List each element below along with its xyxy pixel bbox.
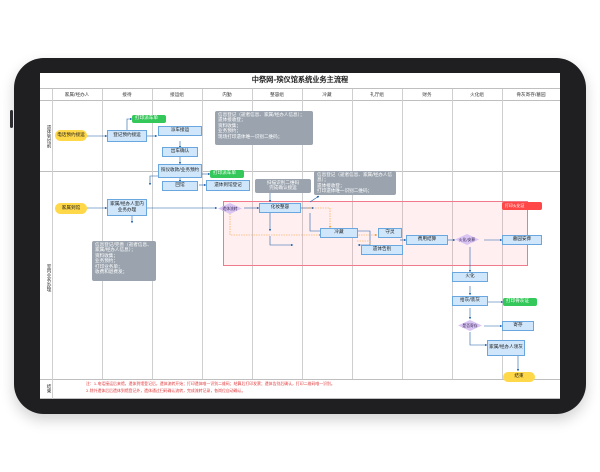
- note-registration-1: 信息登记（逝者信息、家属/经办人信息）；遗体接收登；资料收集；业务预约；现场打印…: [215, 111, 313, 145]
- node-family-arrival[interactable]: 家属到馆: [55, 203, 87, 214]
- node-return[interactable]: 回馆: [162, 181, 198, 191]
- grid-line: [402, 89, 403, 379]
- column-header: 财务: [422, 93, 432, 98]
- grid-line: [40, 379, 560, 380]
- column-header: 接待: [122, 93, 132, 98]
- column-header: 礼厅组: [370, 93, 384, 98]
- footer-note-2: 2.除外遗体后后遗体到馆登记外，遗体通过扫码确认流转，完成流转记录，各岗位自动确…: [86, 388, 246, 393]
- grid-line: [40, 100, 560, 101]
- grid-line: [452, 89, 453, 379]
- node-cremate-or-bury[interactable]: 火化/安葬: [455, 234, 479, 245]
- note-transfer-scan: 扫描识别二维码完成确认接运: [255, 179, 311, 193]
- node-phone-booking[interactable]: 电话预约接运: [55, 130, 87, 141]
- tablet-button: [10, 110, 13, 128]
- node-arrival-register[interactable]: 遗体到馆登记: [206, 180, 250, 191]
- grid-line: [40, 171, 560, 172]
- row-header: 室内业务办理: [46, 264, 51, 292]
- print-cremation-cert[interactable]: 打印火化证: [502, 202, 542, 210]
- node-cremation[interactable]: 火化: [452, 272, 488, 282]
- node-register-booking[interactable]: 登记预约接运: [107, 130, 147, 142]
- node-burial[interactable]: 墓园安葬: [502, 235, 542, 245]
- column-header: 接运组: [170, 93, 184, 98]
- column-header: 内勤: [222, 93, 232, 98]
- node-dispatch[interactable]: 派车接运: [158, 126, 202, 136]
- column-header: 冷藏: [322, 93, 332, 98]
- node-family-collect[interactable]: 家属/经办人领灰: [487, 340, 525, 356]
- grid-line: [252, 89, 253, 379]
- node-service-payment[interactable]: 殡仪收款/业务预约: [158, 164, 202, 178]
- tablet-screen: 中祭网-殡仪馆系统业务主流程 家属/经办人 接待 接运组 内勤 整容组 冷藏 礼…: [40, 73, 560, 399]
- node-depart-confirm[interactable]: 出车确认: [162, 147, 198, 157]
- note-registration-3: 信息登记/完善（逝者信息、家属/经办人信息）；资料收集；业务预约；打印业务单；收…: [92, 241, 156, 281]
- grid-line: [40, 88, 560, 89]
- node-farewell[interactable]: 遗体告别: [361, 245, 403, 255]
- print-dispatch-2[interactable]: 打印派车单: [210, 170, 244, 178]
- page-title: 中祭网-殡仪馆系统业务主流程: [251, 75, 349, 84]
- node-cold-storage[interactable]: 冷藏: [320, 228, 358, 238]
- node-vigil[interactable]: 守灵: [378, 228, 402, 238]
- grid-line: [152, 89, 153, 379]
- node-storage[interactable]: 寄存: [502, 321, 534, 331]
- node-indoor-handling[interactable]: 家属/经办人室内业务办理: [107, 199, 147, 216]
- grid-line: [40, 398, 560, 399]
- print-ash-cert[interactable]: 打印骨灰证: [503, 298, 537, 306]
- note-registration-2: 信息登记（逝者信息、家属/经办人信息）；遗体接收登；打印遗体唯一识别二维码；: [314, 171, 396, 195]
- column-header: 火化组: [470, 93, 484, 98]
- grid-line: [102, 89, 103, 379]
- print-dispatch-1[interactable]: 打印派车单: [132, 115, 166, 123]
- column-header: 家属/经办人: [64, 93, 90, 98]
- row-header: 结束: [46, 384, 51, 394]
- node-settlement[interactable]: 费用结算: [406, 235, 448, 245]
- grid-line: [502, 89, 503, 379]
- node-end[interactable]: 结束: [503, 372, 535, 382]
- column-header: 骨灰寄存/墓园: [516, 93, 546, 98]
- node-store-decision[interactable]: 是否寄存: [458, 320, 482, 331]
- footer-note-1: 注：1.电话接运后来馆，遗体到馆登记后，遗体流转开始；打印遗体唯一识别二维码；结…: [86, 381, 335, 386]
- grid-line: [202, 89, 203, 379]
- node-body-flow[interactable]: 遗体流转: [218, 203, 242, 214]
- node-makeup[interactable]: 化妆整容: [259, 203, 301, 213]
- column-header: 整容组: [270, 93, 284, 98]
- row-header: 遗体到馆前: [46, 124, 51, 148]
- grid-line: [302, 89, 303, 379]
- node-ash-collect[interactable]: 拾灰/装灰: [452, 296, 488, 306]
- grid-line: [52, 89, 53, 399]
